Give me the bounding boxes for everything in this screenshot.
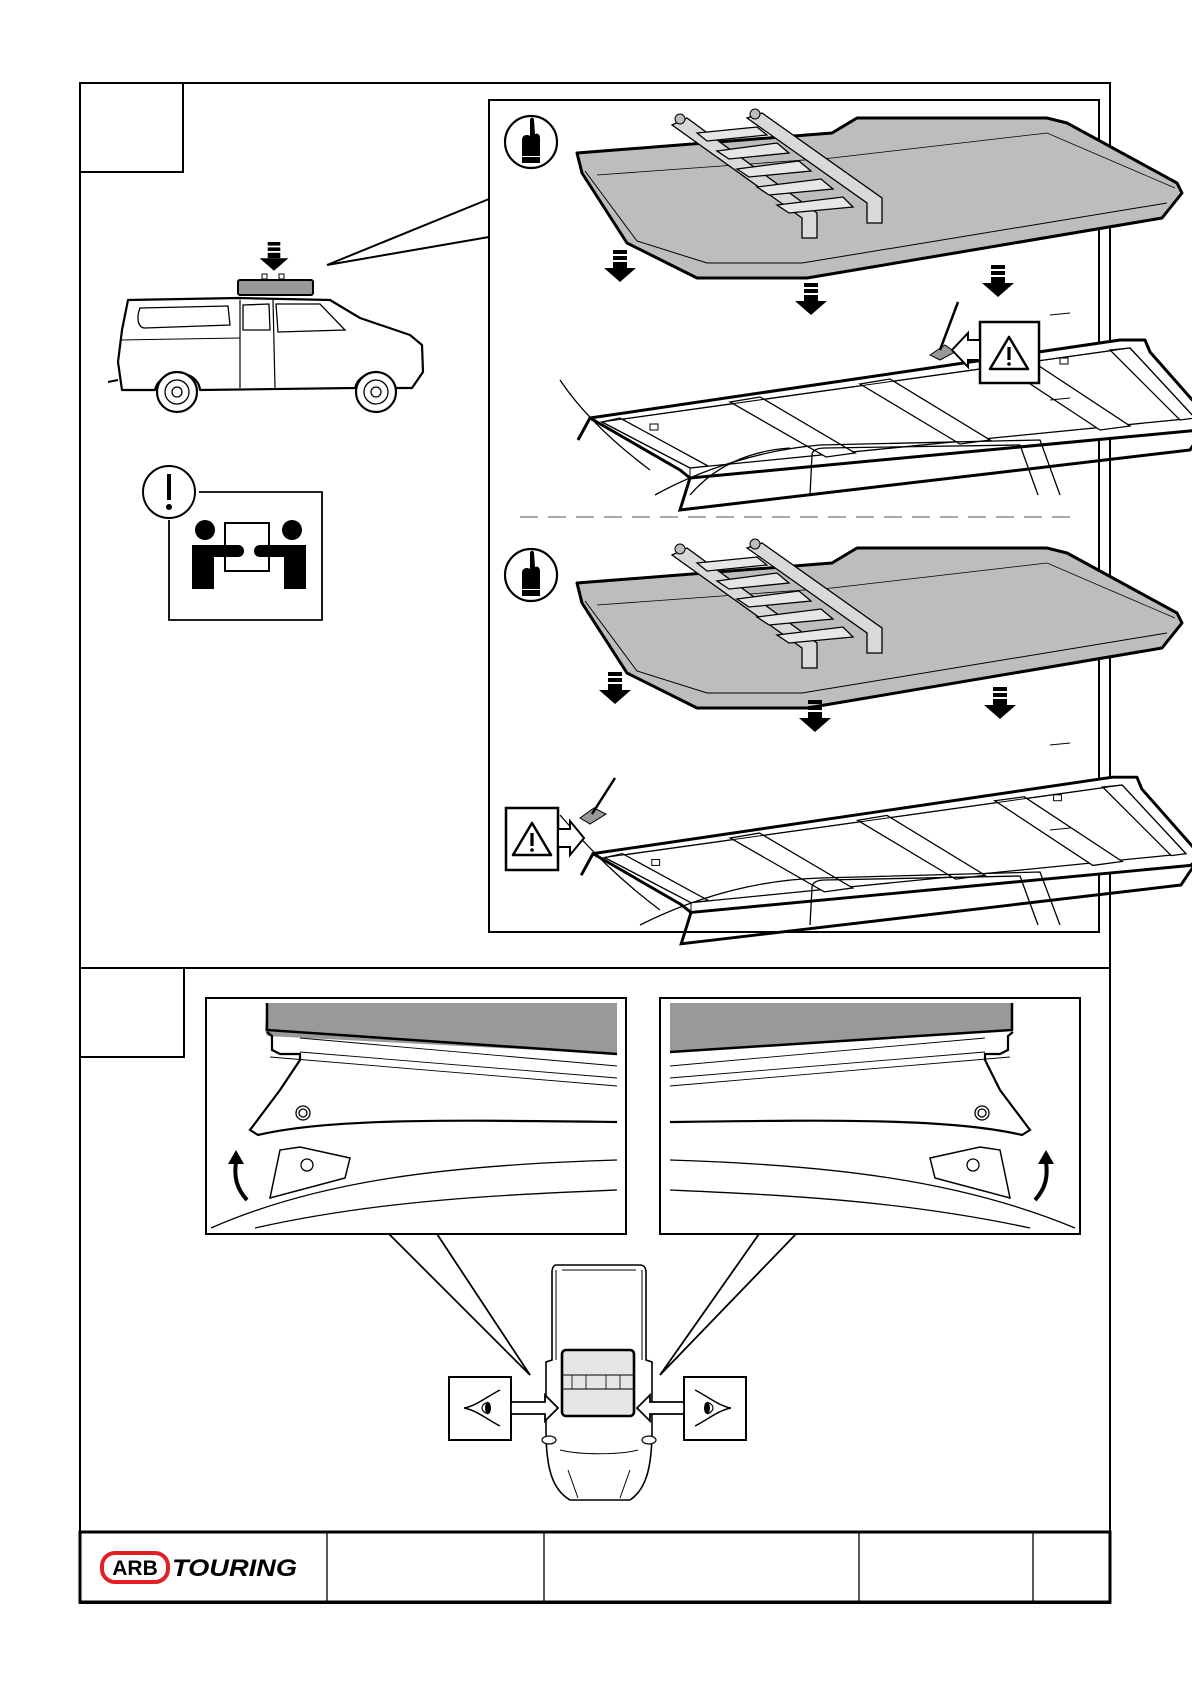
vehicle-side-view — [107, 242, 425, 414]
curved-up-arrow-icon — [228, 1150, 249, 1202]
view-left-callout — [448, 1376, 560, 1441]
hand-pointing-icon — [503, 114, 559, 170]
step-2-number-box — [80, 967, 185, 1058]
step-2-detail-right — [659, 997, 1081, 1235]
footer-title-block: ARB TOURING — [78, 1530, 1112, 1604]
callout-pointer-left — [388, 1233, 531, 1376]
step-1-number-box — [80, 82, 184, 173]
detail-view-rear-warning — [503, 107, 1192, 512]
view-right-callout — [635, 1376, 747, 1441]
detail-view-front-warning — [503, 537, 1192, 946]
two-person-lift-caution — [142, 465, 323, 621]
vehicle-top-view — [541, 1264, 657, 1501]
logo-wordmark-text: TOURING — [172, 1555, 297, 1582]
attention-exclamation-icon — [142, 465, 196, 519]
logo-badge-text: ARB — [112, 1557, 158, 1580]
warning-callout-front — [504, 806, 586, 872]
curved-up-arrow-icon — [1033, 1150, 1054, 1202]
callout-pointer — [326, 198, 490, 266]
step-2-detail-left — [205, 997, 627, 1235]
hand-pointing-icon — [503, 547, 559, 603]
arb-touring-logo: ARB TOURING — [100, 1551, 297, 1584]
warning-callout-rear — [950, 320, 1041, 385]
down-arrow-icon — [259, 242, 289, 271]
callout-pointer-right — [659, 1233, 797, 1376]
two-person-lift-icon — [192, 520, 306, 589]
